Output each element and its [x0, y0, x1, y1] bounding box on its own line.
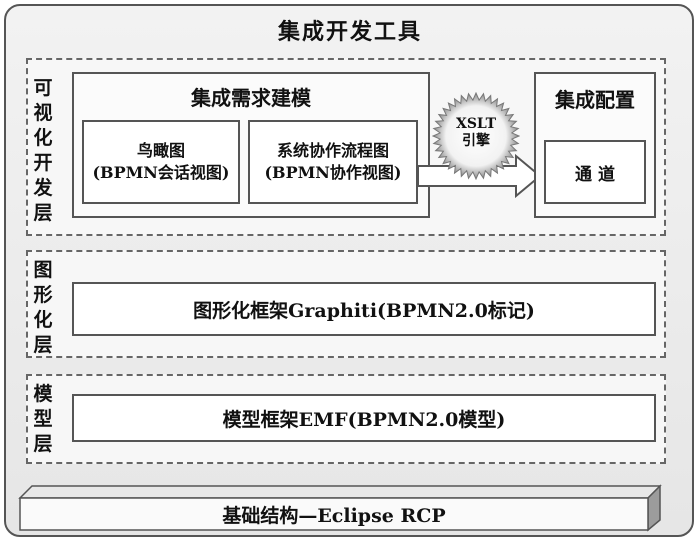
graphiti-framework-label: 图形化框架Graphiti(BPMN2.0标记)	[193, 299, 535, 322]
foundation-slab	[18, 484, 662, 532]
birdseye-view-box: 鸟瞰图 (BPMN会话视图)	[82, 120, 240, 204]
birdseye-view-label: 鸟瞰图	[136, 141, 185, 160]
channel-box: 通 道	[544, 140, 646, 204]
collaboration-flow-sublabel: (BPMN协作视图)	[264, 163, 402, 182]
birdseye-view-sublabel: (BPMN会话视图)	[92, 163, 230, 182]
emf-framework-box: 模型框架EMF(BPMN2.0模型)	[72, 394, 656, 442]
diagram-title: 集成开发工具	[277, 19, 422, 45]
collaboration-flow-label: 系统协作流程图	[276, 141, 389, 160]
collaboration-flow-box: 系统协作流程图 (BPMN协作视图)	[248, 120, 418, 204]
integration-config-title: 集成配置	[555, 88, 635, 112]
visual-layer-label: 可 视 化 开 发 层	[33, 77, 53, 224]
graphical-layer-label: 图 形 化 层	[33, 259, 53, 356]
channel-label: 通 道	[575, 164, 615, 185]
xslt-engine-burst-icon	[432, 92, 520, 180]
xslt-engine-label: XSLT 引擎	[455, 116, 497, 149]
requirements-modeling-title: 集成需求建模	[191, 86, 311, 110]
emf-framework-label: 模型框架EMF(BPMN2.0模型)	[222, 408, 506, 431]
foundation-label: 基础结构—Eclipse RCP	[222, 504, 446, 527]
transform-arrow	[417, 153, 542, 199]
graphiti-framework-box: 图形化框架Graphiti(BPMN2.0标记)	[72, 282, 656, 336]
model-layer-label: 模 型 层	[33, 383, 53, 455]
